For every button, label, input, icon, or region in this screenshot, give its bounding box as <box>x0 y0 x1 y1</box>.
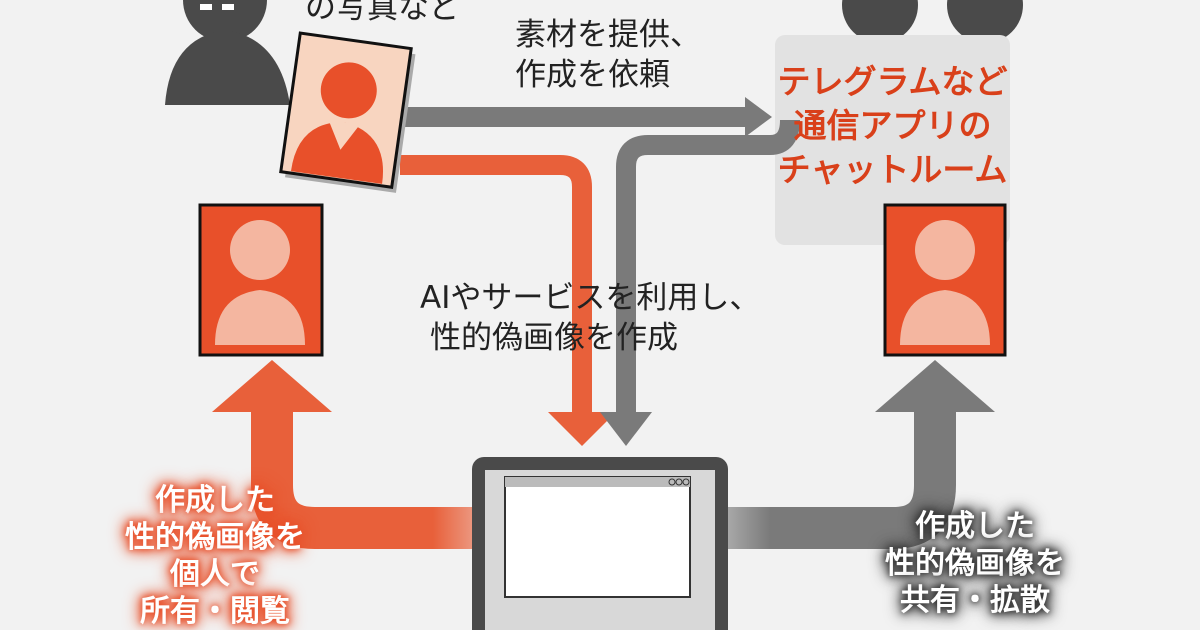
shared-image-icon <box>883 203 1007 357</box>
share-arrow <box>660 360 995 549</box>
person-icon <box>165 0 290 105</box>
share-line: 共有・拡散 <box>900 583 1050 618</box>
create-line: AIやサービスを利用し、 <box>420 280 761 316</box>
chat-room-line: チャットルーム <box>777 150 1008 189</box>
create-label: AIやサービスを利用し、 性的偽画像を作成 <box>420 278 761 358</box>
share-line: 性的偽画像を <box>885 546 1065 581</box>
monitor-icon <box>472 457 728 630</box>
chat-room-box <box>775 35 1010 245</box>
chat-room-line: テレグラムなど <box>777 62 1008 101</box>
request-label: 素材を提供、 作成を依頼 <box>515 15 701 95</box>
photo-icon <box>279 31 416 193</box>
chat-room-line: 通信アプリの <box>793 106 992 145</box>
own-line: 個人で <box>170 557 260 592</box>
own-label: 作成した 性的偽画像を 個人で 所有・閲覧 <box>95 482 335 630</box>
request-line: 作成を依頼 <box>515 57 670 93</box>
own-line: 所有・閲覧 <box>140 594 290 629</box>
create-line: 性的偽画像を作成 <box>430 320 678 356</box>
photo-caption: の写真など <box>305 0 460 26</box>
create-orange-arrow <box>400 155 616 446</box>
own-line: 性的偽画像を <box>125 520 305 555</box>
create-gray-arrow <box>600 119 800 446</box>
chat-room-label: テレグラムなど 通信アプリの チャットルーム <box>775 60 1010 192</box>
own-arrow <box>212 360 540 549</box>
own-image-icon <box>198 203 324 357</box>
share-line: 作成した <box>915 509 1035 544</box>
group-icon <box>842 0 1023 43</box>
own-line: 作成した <box>155 483 275 518</box>
request-arrow <box>400 97 772 137</box>
share-label: 作成した 性的偽画像を 共有・拡散 <box>855 508 1095 619</box>
request-line: 素材を提供、 <box>515 17 701 53</box>
